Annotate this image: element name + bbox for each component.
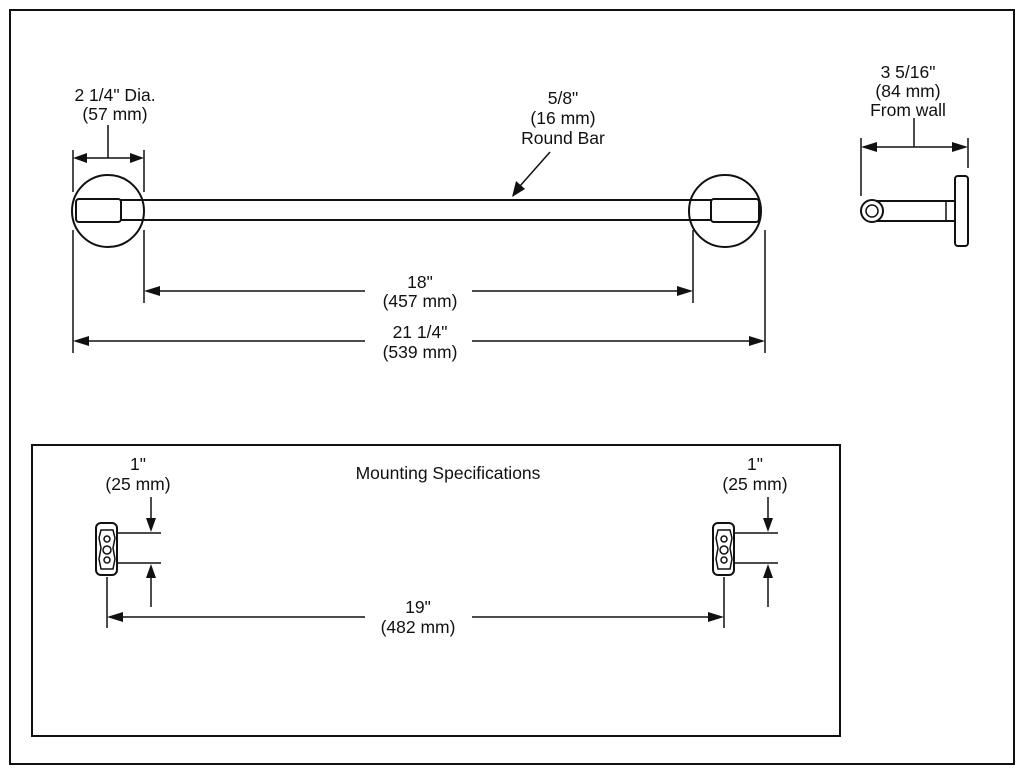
mounting-specifications-box [31,444,841,737]
bar-diameter-metric: (16 mm) [530,108,595,128]
flange-diameter-metric: (57 mm) [82,104,147,124]
inner-length-imperial: 18" [407,272,433,292]
mounting-title: Mounting Specifications [356,463,541,483]
inner-length-metric: (457 mm) [383,291,458,311]
projection-note: From wall [870,100,946,120]
round-bar [120,199,712,221]
spacing-metric: (482 mm) [381,617,456,637]
left-offset-metric: (25 mm) [105,474,170,494]
towel-bar-side-view [860,175,969,247]
flange-diameter-dimension [72,125,145,192]
flange-diameter-imperial: 2 1/4" Dia. [74,85,155,105]
left-offset-imperial: 1" [130,454,146,474]
bar-end-circle [860,199,884,223]
left-mounting-bracket [95,497,161,628]
mounting-spacing-dimension [107,612,724,622]
inner-length-dimension [143,230,694,303]
right-post [710,198,760,223]
bar-name-label: Round Bar [521,128,605,148]
projection-metric: (84 mm) [875,81,940,101]
right-mounting-bracket [712,497,778,628]
left-flange [71,174,145,248]
right-offset-imperial: 1" [747,454,763,474]
round-bar-leader [512,151,551,197]
outer-frame [9,9,1015,765]
overall-length-dimension [72,230,766,353]
spacing-imperial: 19" [405,597,431,617]
right-flange [688,174,762,248]
projection-imperial: 3 5/16" [881,62,936,82]
overall-length-imperial: 21 1/4" [393,322,448,342]
bar-diameter-fraction: 5/8" [548,88,579,108]
left-post [75,198,122,223]
projection-dimension [860,118,969,196]
overall-length-metric: (539 mm) [383,342,458,362]
right-offset-metric: (25 mm) [722,474,787,494]
towel-bar-front-view [71,174,762,248]
wall-flange-side [954,175,969,247]
